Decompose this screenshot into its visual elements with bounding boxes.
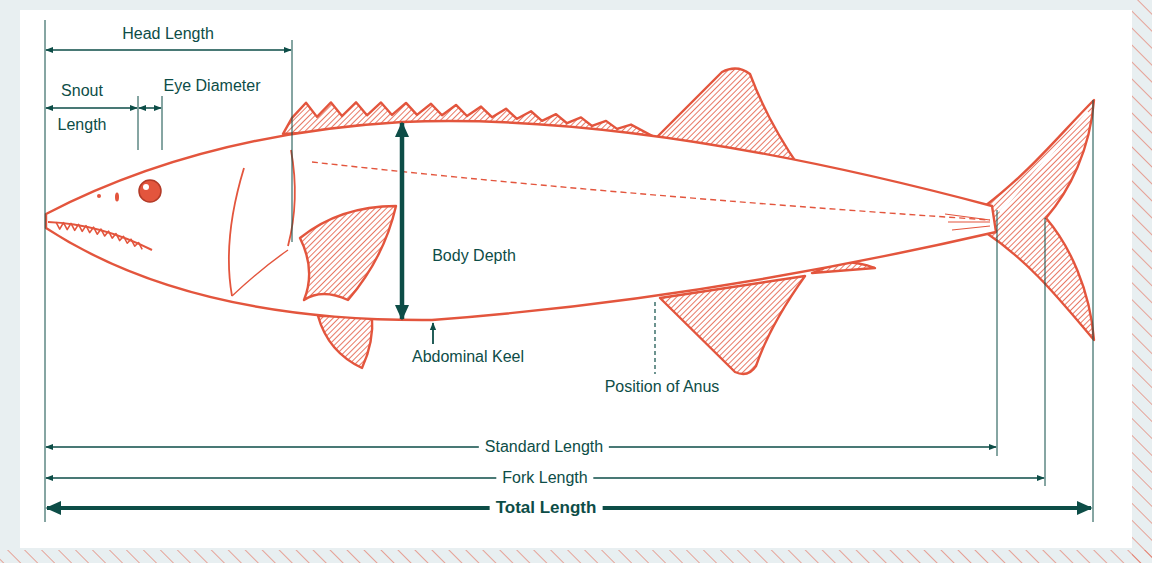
teeth <box>56 222 142 249</box>
mouth <box>48 222 152 250</box>
dimension-label: Head Length <box>122 24 214 44</box>
dimension-label: Abdominal Keel <box>412 347 524 367</box>
extension-line <box>45 20 46 522</box>
dimension-label: Eye Diameter <box>164 76 261 96</box>
dimension-arrow <box>46 107 137 109</box>
dimension-label: Snout Length <box>51 74 113 142</box>
hatch-band <box>0 550 1152 563</box>
eye-highlight <box>143 184 149 190</box>
gill-line <box>232 250 288 296</box>
dimension-label: Body Depth <box>432 246 516 266</box>
lateral-line <box>312 162 990 220</box>
extension-line <box>1093 100 1094 522</box>
fin-ray <box>1000 112 1088 212</box>
extension-line <box>997 210 998 456</box>
extension-line <box>292 40 293 242</box>
keel-arrow <box>432 323 434 344</box>
dimension-label: Position of Anus <box>605 377 720 397</box>
dimension-arrow <box>139 107 161 109</box>
panel <box>20 10 1132 548</box>
dimensions <box>45 20 1093 522</box>
gill-line <box>288 150 295 246</box>
caudal-fin <box>985 100 1094 340</box>
pelvic-fin <box>318 316 372 368</box>
gill-line <box>229 168 244 296</box>
fish <box>46 68 1094 374</box>
fish-body <box>46 121 996 320</box>
eye <box>139 180 161 202</box>
dimension-label: Fork Length <box>496 468 593 488</box>
extension-line <box>162 96 163 150</box>
body-depth-arrow <box>400 123 405 319</box>
peduncle-lines <box>945 214 990 230</box>
pectoral-fin <box>300 206 396 300</box>
nostril <box>115 193 119 202</box>
anus-marker <box>654 302 655 374</box>
extension-line <box>138 96 139 150</box>
extension-line <box>1045 218 1046 486</box>
nostril <box>97 194 101 198</box>
dimension-label: Total Length <box>490 498 603 518</box>
dimension-arrow <box>46 49 291 51</box>
dimension-label: Standard Length <box>479 437 609 457</box>
hatch-band <box>1132 0 1152 563</box>
